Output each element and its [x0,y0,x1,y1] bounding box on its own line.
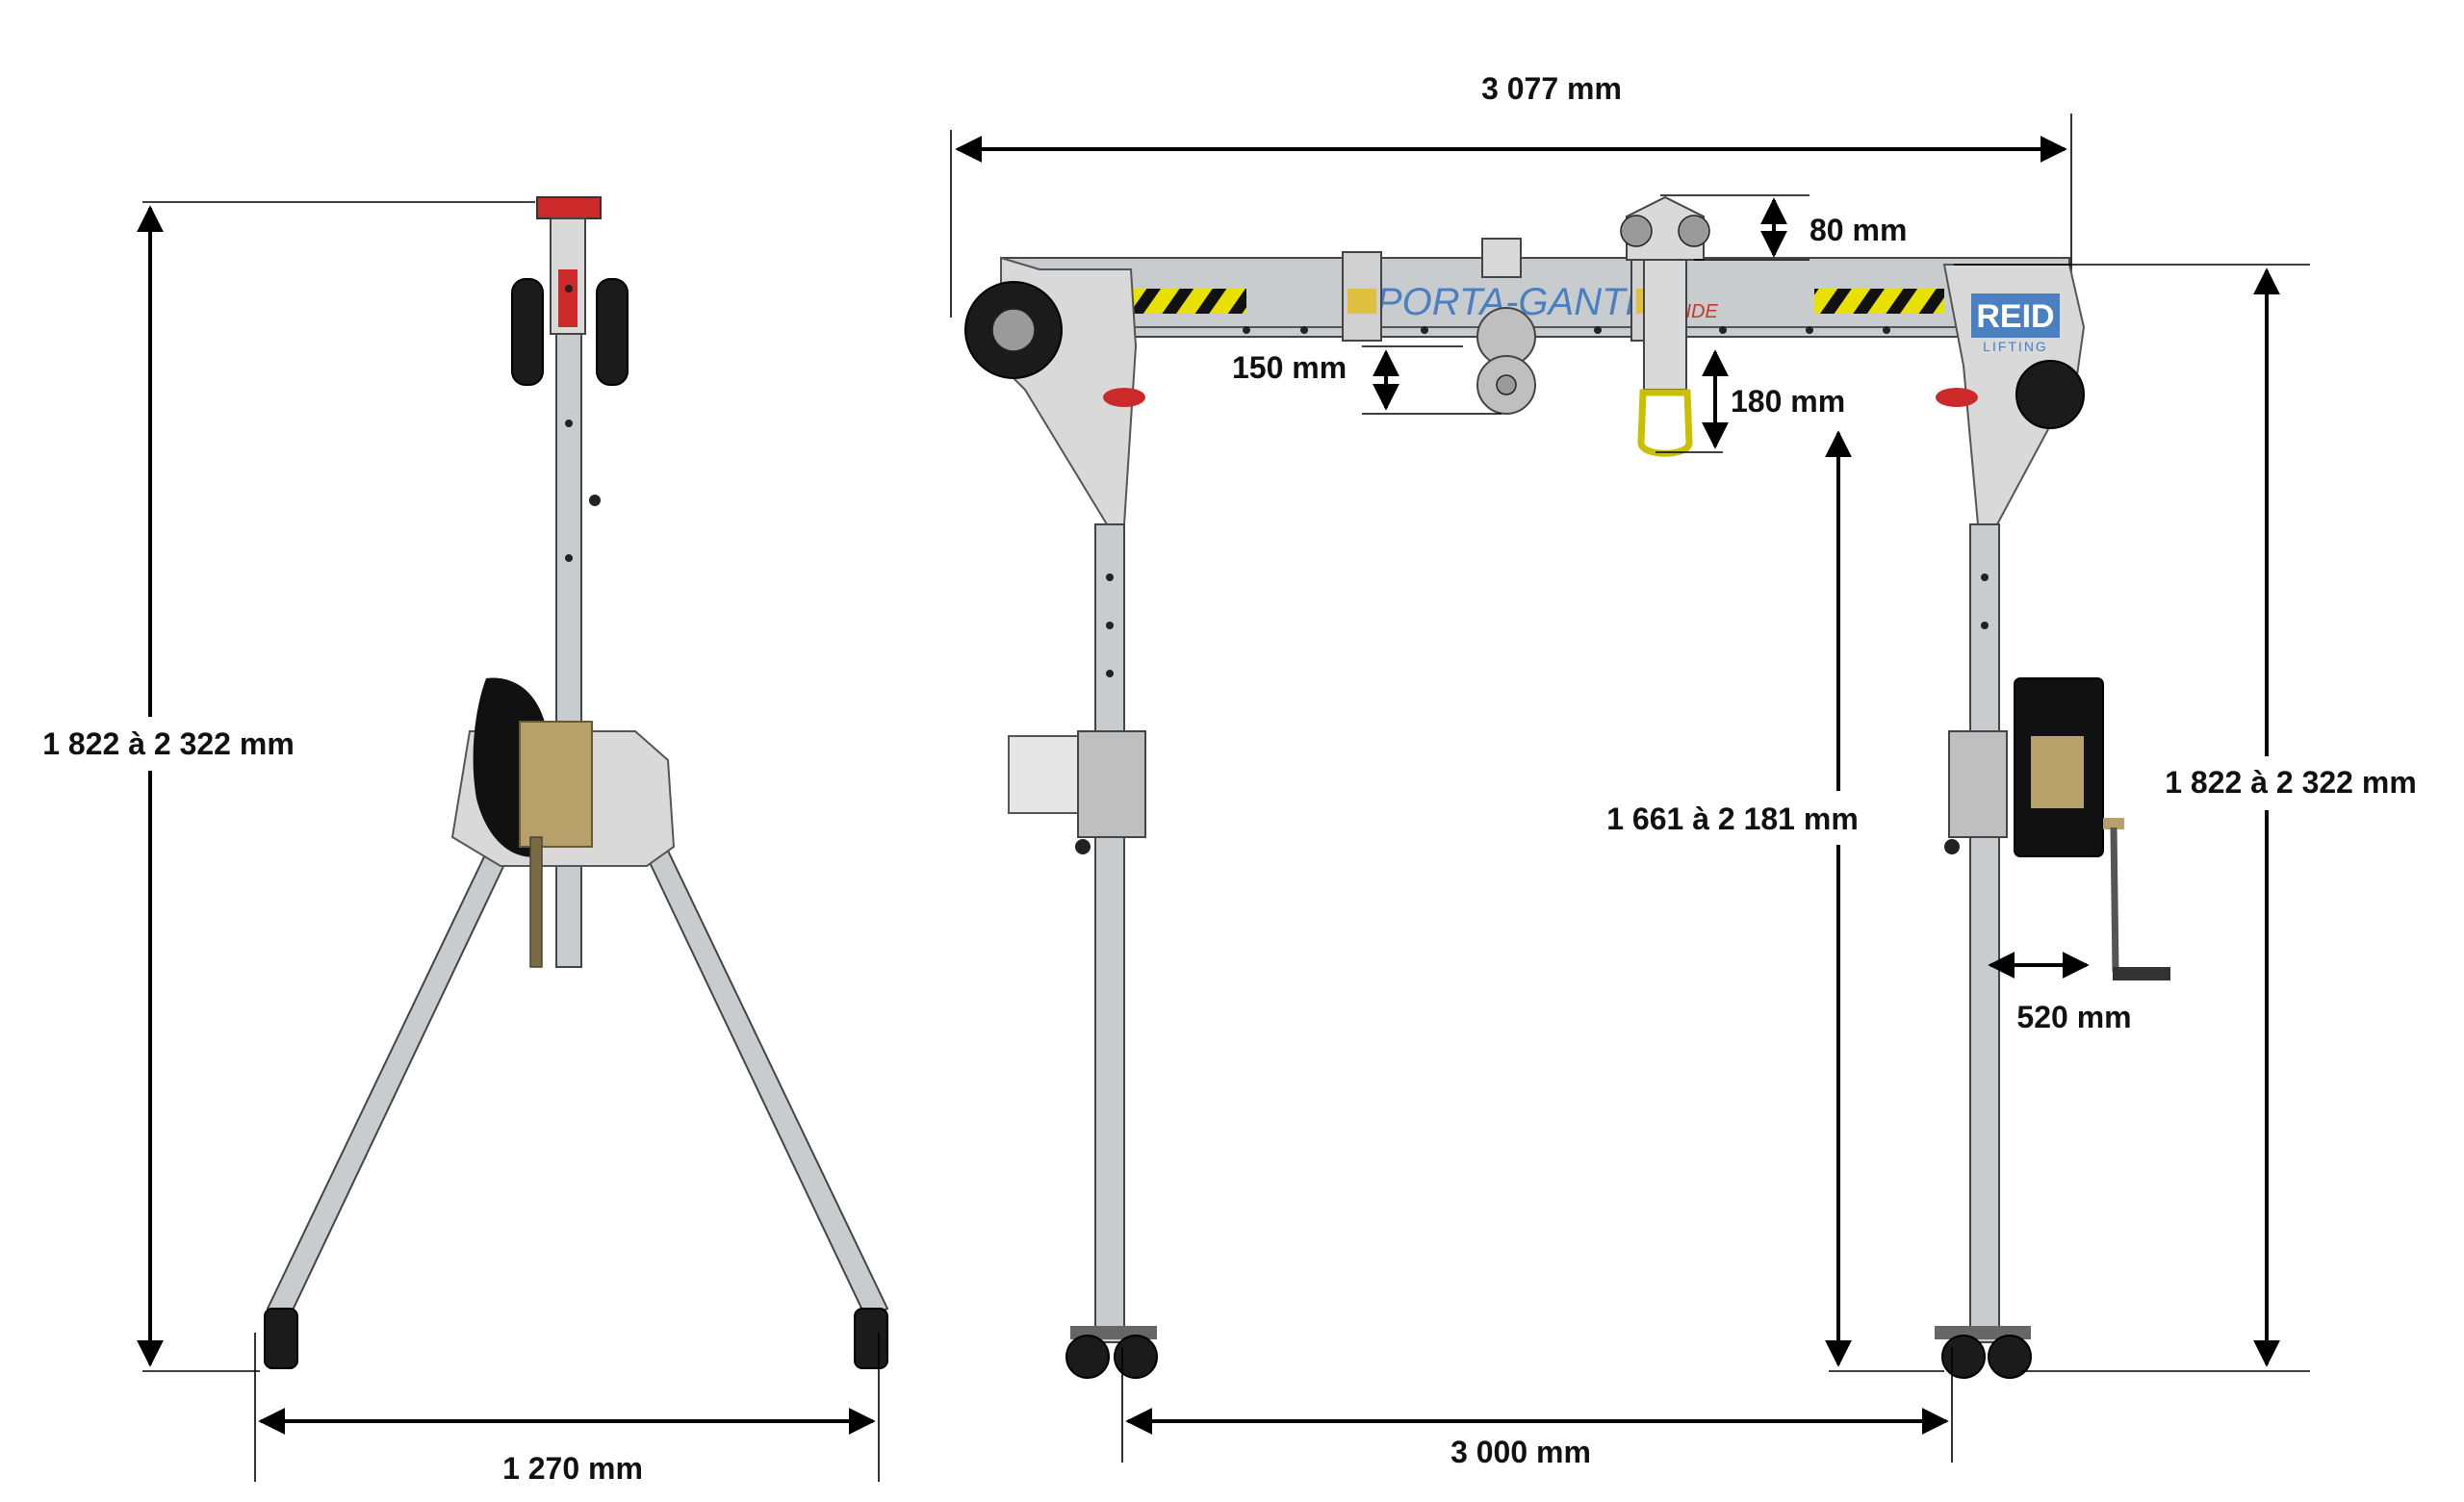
side-caster-right [854,1308,888,1369]
left-reflector [1103,388,1145,407]
left-leg-knob [1075,839,1091,854]
beam-clamp-label [1348,289,1376,314]
side-base-label: 1 270 mm [502,1451,643,1486]
beam-bolt [1883,326,1890,334]
side-mast-knob [589,495,601,506]
winch-crank-handle [2113,967,2170,980]
right-leg-hole [1981,622,1989,629]
shackle-drop-label: 180 mm [1731,384,1845,419]
clear-height-label-bg [1588,791,1862,845]
beam-brand-text: PORTA-GANTRY [1376,281,1681,323]
beam-bolt [1806,326,1813,334]
winch-label [2031,736,2084,808]
right-caster-wheel-2 [1988,1335,2032,1379]
left-caster-wheel-1 [1065,1335,1110,1379]
trolley-pulley-hub [1496,374,1517,395]
hazard-stripe-right [1814,289,1944,314]
left-leg-bracket [1008,735,1079,814]
right-leg-knob [1944,839,1960,854]
reid-logo-box [1971,293,2060,338]
hoist-hanger [1643,259,1687,391]
beam-bolt [1421,326,1428,334]
side-height-label: 1 822 à 2 322 mm [42,726,295,761]
side-caster-left [264,1308,298,1369]
right-leg-hole [1981,573,1989,581]
beam-bolt [1719,326,1727,334]
right-travel-wheel [2015,360,2085,429]
left-travel-wheel-hub [991,308,1036,352]
beam-bolt [1300,326,1308,334]
side-right-leg [645,845,889,1320]
front-height-label: 1 822 à 2 322 mm [2165,765,2417,800]
beam-bolt [1243,326,1250,334]
reid-logo-subtext: LIFTING [1983,339,2048,354]
side-wheel-left [511,278,544,386]
right-leg-sleeve [1948,730,2008,838]
left-leg-hole [1106,670,1114,677]
trolley-drop-label: 150 mm [1232,350,1347,385]
left-leg [1094,523,1125,1343]
right-leg [1969,523,2000,1343]
trolley-height-label: 80 mm [1810,213,1907,247]
side-left-leg [266,845,510,1320]
clear-height-label: 1 661 à 2 181 mm [1606,802,1859,836]
side-trolley-red [558,269,578,327]
side-view: 1 822 à 2 322 mm 1 270 mm [29,196,889,1486]
length-label: 3 077 mm [1481,71,1622,106]
left-leg-sleeve [1077,730,1146,838]
winch-crank-arm [2110,827,2119,973]
reid-logo-text: REID [1976,298,2054,335]
winch-shaft [2103,818,2124,829]
shackle-ring [1637,389,1693,457]
hoist-wheel-left [1620,215,1653,247]
trolley-body-left [1481,238,1522,278]
winch-reach-label: 520 mm [2016,1000,2131,1034]
side-winch-body [519,721,593,848]
hoist-wheel-right [1678,215,1710,247]
side-wheel-right [596,278,629,386]
side-mast-hole [565,420,573,427]
left-leg-hole [1106,622,1114,629]
right-reflector [1936,388,1978,407]
side-mast-hole [565,285,573,293]
front-view: 3 077 mm PORTA-GANTRY SLIDE REID LIFTING [950,71,2430,1469]
side-height-label-bg [29,717,308,771]
side-winch-handle [529,836,543,968]
left-caster-wheel-2 [1114,1335,1158,1379]
span-label: 3 000 mm [1450,1435,1591,1469]
left-leg-hole [1106,573,1114,581]
right-caster-wheel-1 [1941,1335,1986,1379]
side-trolley-top [536,196,602,219]
front-height-label-bg [2151,756,2430,810]
side-mast-hole [565,554,573,562]
beam-bolt [1594,326,1602,334]
